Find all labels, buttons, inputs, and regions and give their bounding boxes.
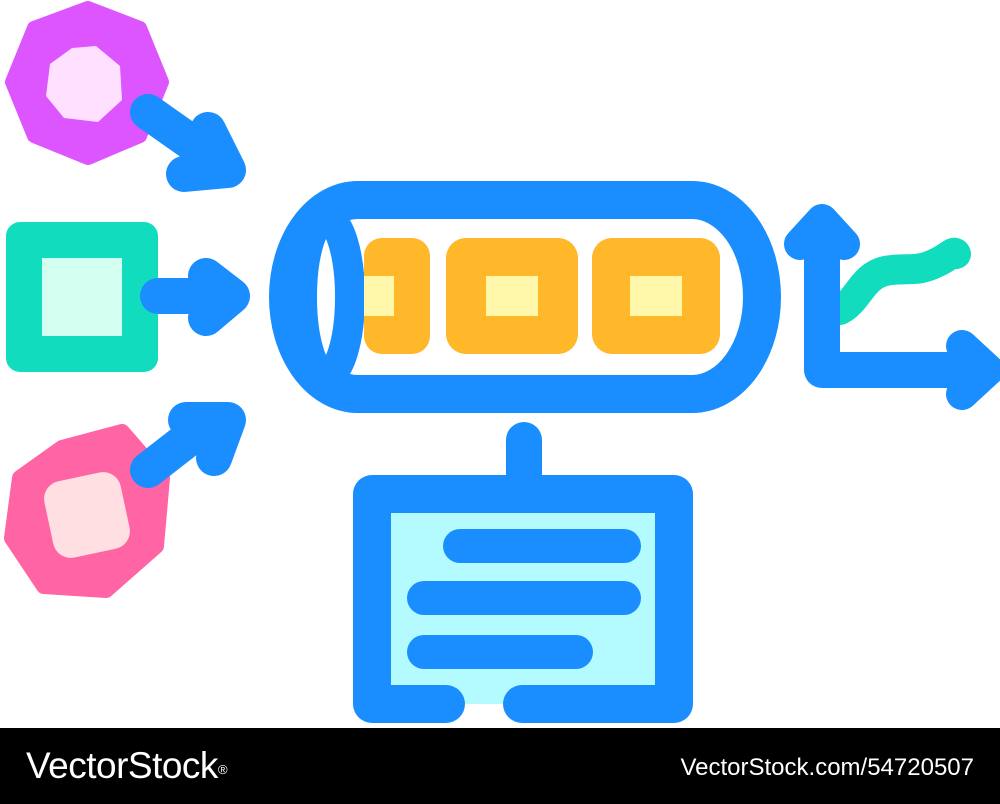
watermark-footer: VectorStock® VectorStock.com/54720507 [0,728,1000,804]
octagon-input-icon [5,1,169,165]
brand-name: VectorStock [26,745,218,786]
text-report-icon [353,475,693,723]
arrow-right-icon [130,94,246,192]
stock-id-url: VectorStock.com/54720507 [680,754,974,781]
line-graph-icon [784,204,1000,410]
rounded-diamond-input-icon [4,424,170,598]
vectorstock-logo: VectorStock® [26,744,228,788]
data-pipeline-cylinder-icon [269,181,781,496]
arrow-up-right-icon [130,402,246,488]
data-pipeline-illustration [4,1,1000,723]
square-input-icon [6,222,158,372]
arrow-right-icon [140,258,250,336]
registered-mark: ® [217,762,228,777]
